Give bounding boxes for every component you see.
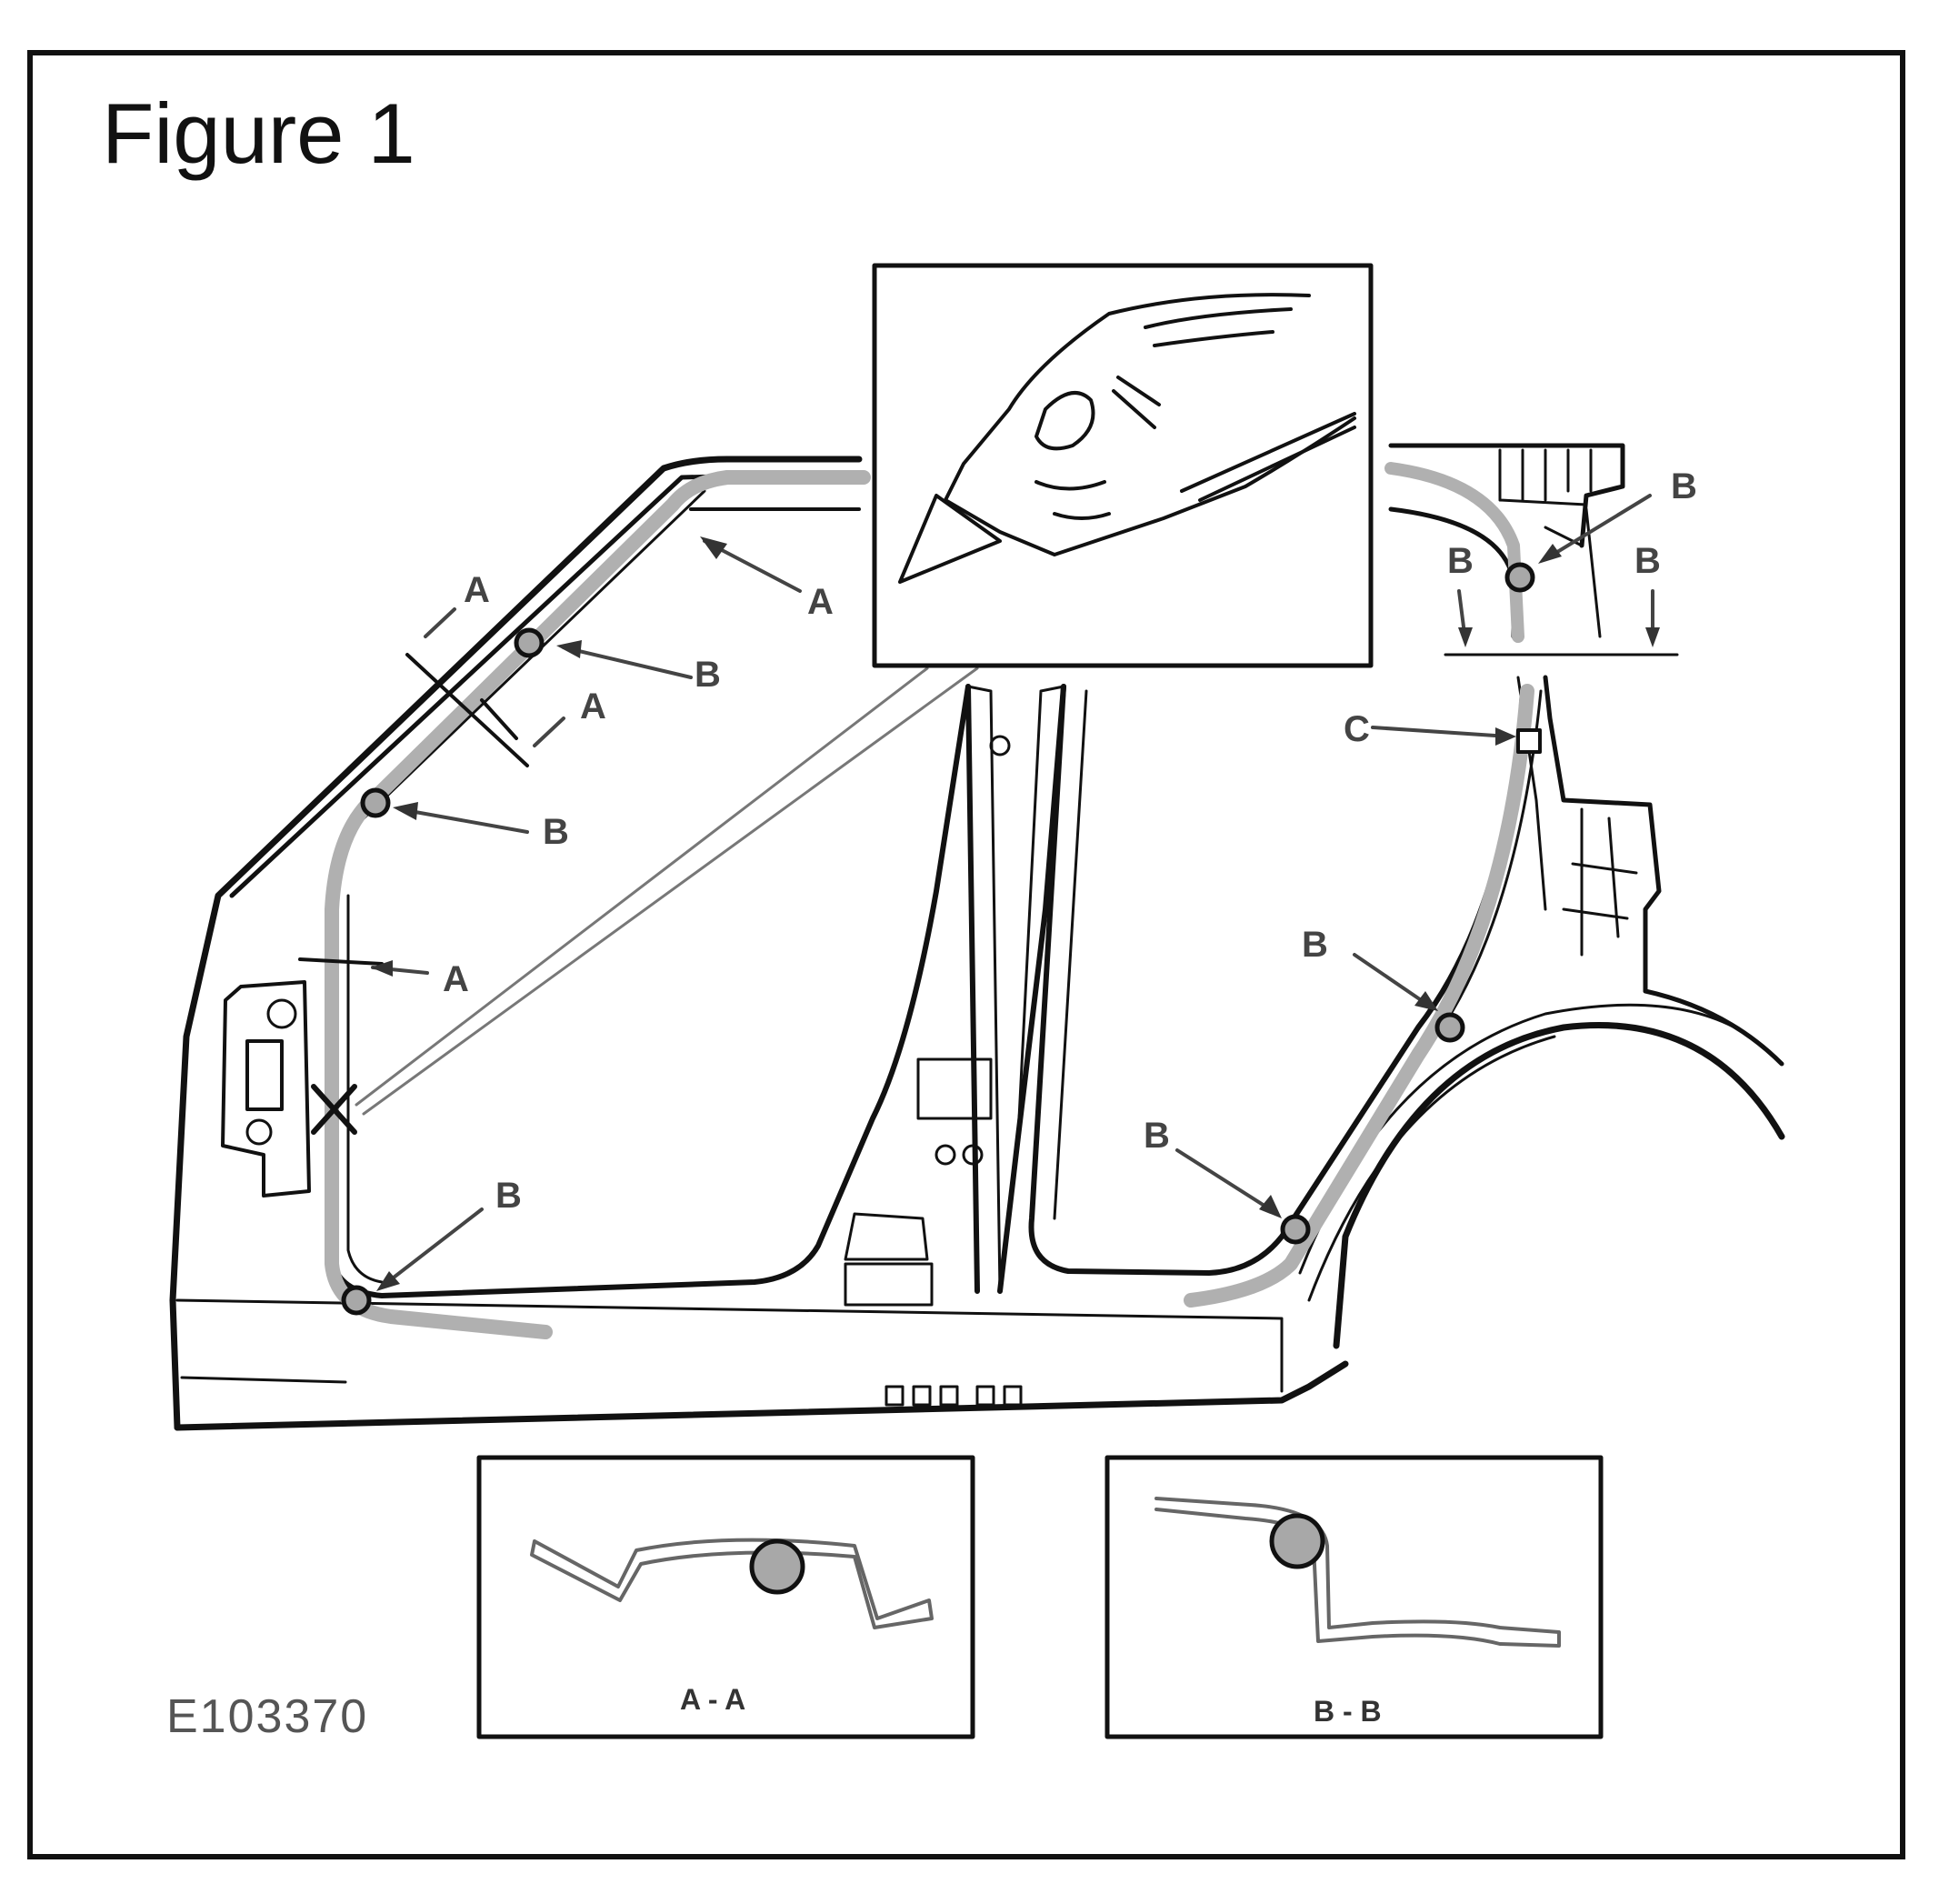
callout-a: A	[464, 570, 490, 610]
hinge-pillar-bracket	[221, 980, 311, 1198]
callout-a: A	[580, 686, 606, 727]
b-pillar-bracket	[916, 1057, 993, 1120]
section-bb-bead	[1269, 1513, 1325, 1569]
sealer-bead-rear	[1184, 684, 1534, 1308]
bead-end-marker-c	[1516, 728, 1542, 754]
callout-b: B	[543, 812, 569, 852]
cutting-detail-box	[872, 263, 1374, 668]
sealer-bead-top-right	[1384, 462, 1524, 643]
callout-a: A	[443, 959, 469, 999]
bead-marker	[360, 787, 391, 818]
leader-to-detail	[355, 666, 979, 1116]
b-pillar-hole	[935, 1144, 956, 1166]
callout-b: B	[495, 1176, 522, 1216]
bead-marker	[341, 1285, 372, 1316]
rear-door-opening	[1028, 684, 1525, 1276]
section-aa-box	[476, 1455, 975, 1739]
section-bb-box	[1104, 1455, 1604, 1739]
figure-code: E103370	[166, 1690, 369, 1743]
callout-a: A	[807, 582, 834, 622]
section-aa-label: A - A	[680, 1683, 745, 1716]
rocker-inner-line	[175, 1298, 1284, 1393]
bead-marker	[1280, 1214, 1311, 1245]
callout-b: B	[1302, 925, 1328, 965]
hinge-slot	[245, 1039, 284, 1111]
hinge-hole	[245, 1118, 273, 1146]
b-pillar-hole	[989, 735, 1011, 757]
b-pillar	[965, 684, 1066, 1294]
figure-frame	[27, 50, 1905, 1859]
section-aa-bead	[749, 1538, 805, 1595]
figure-title: Figure 1	[102, 85, 415, 181]
rocker-slots	[885, 1385, 1023, 1407]
sealer-bead-front	[325, 470, 871, 1339]
front-door-opening	[329, 684, 971, 1298]
quarter-panel-edge	[1643, 988, 1784, 1067]
b-pillar-plate	[844, 1262, 934, 1307]
section-mark-a	[405, 653, 529, 767]
hinge-hole	[266, 998, 297, 1029]
section-mark-a	[298, 957, 384, 966]
knife-blade-icon	[898, 494, 1002, 584]
body-side-outline	[169, 456, 863, 1431]
section-aa-profile	[530, 1538, 934, 1629]
arrow-heads	[371, 536, 1660, 1291]
cut-x-mark	[311, 1084, 357, 1135]
rocker-panel	[174, 1360, 1349, 1431]
callout-c: C	[1344, 709, 1370, 749]
callout-b: B	[1447, 541, 1474, 581]
b-pillar-hole	[962, 1144, 984, 1166]
hand-with-knife	[898, 293, 1356, 584]
bead-marker	[1504, 562, 1535, 593]
callout-b: B	[1144, 1116, 1170, 1156]
b-pillar-plate-top	[844, 1212, 929, 1261]
c-pillar	[1543, 675, 1662, 994]
c-pillar-detail	[1516, 676, 1638, 957]
section-bb-label: B - B	[1314, 1695, 1382, 1728]
callout-b: B	[1671, 466, 1697, 506]
b-pillar-inner	[966, 685, 1065, 1293]
callout-b: B	[695, 655, 721, 695]
bead-marker	[514, 627, 545, 658]
rear-wheel-arch-inner	[1298, 1003, 1784, 1302]
front-door-opening-inner	[346, 489, 706, 1284]
bead-marker	[1434, 1012, 1465, 1043]
rear-roof-ribs	[1498, 448, 1602, 638]
callout-b: B	[1634, 541, 1661, 581]
